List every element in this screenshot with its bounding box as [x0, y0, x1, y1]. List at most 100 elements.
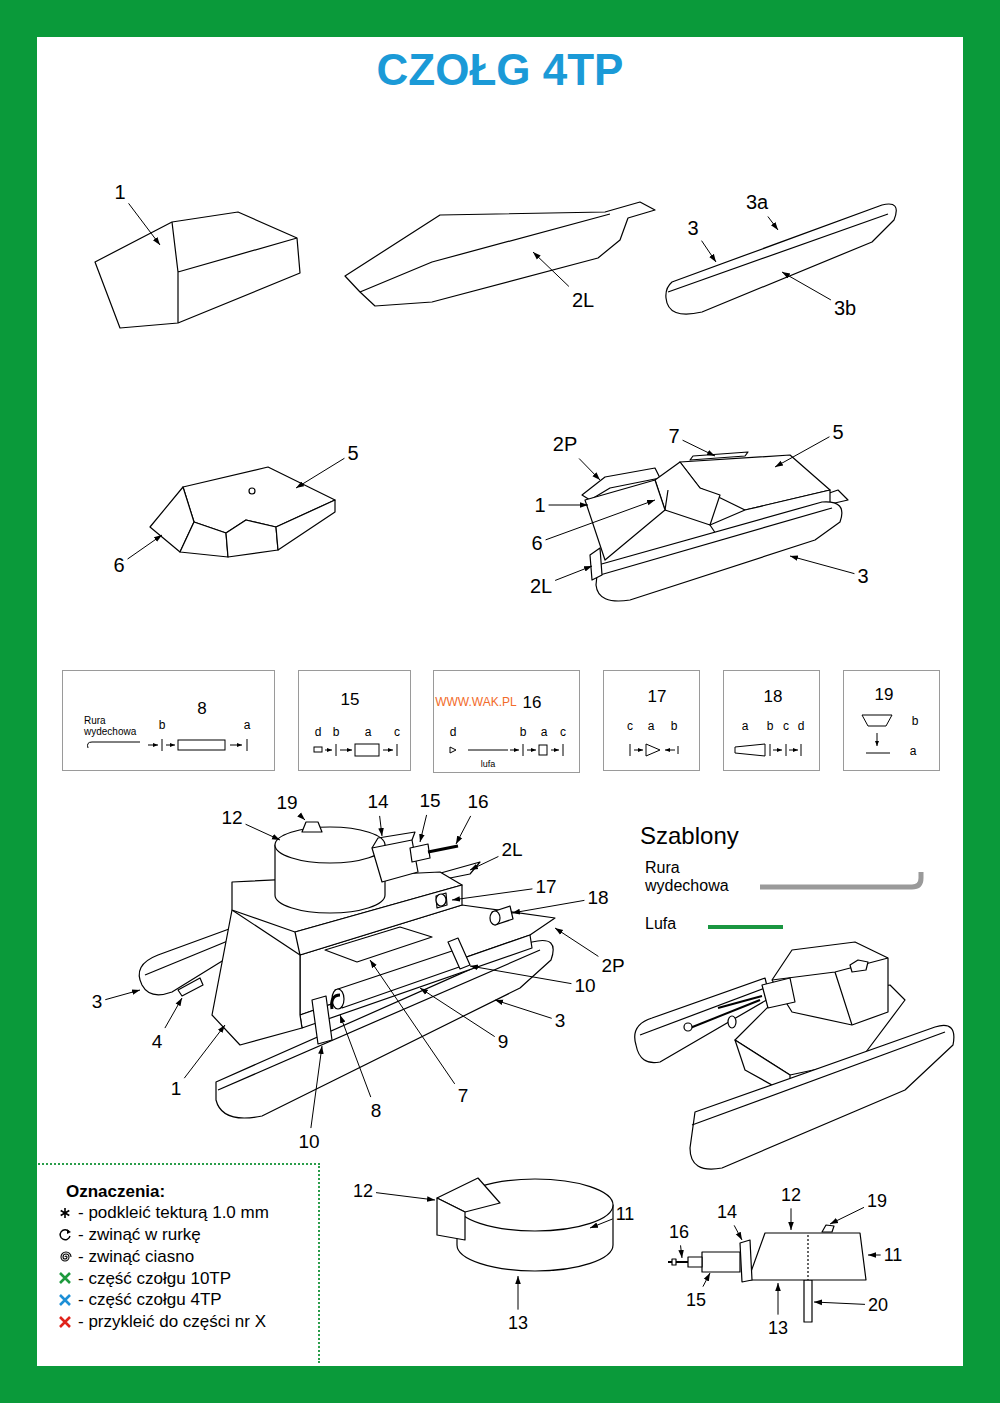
legend-box: Oznaczenia:- podkleić tekturą 1.0 mm- zw…	[38, 1163, 320, 1363]
step-diagram	[162, 739, 163, 751]
tank-drawing	[372, 832, 415, 848]
leader-line	[184, 1025, 225, 1078]
template-line	[760, 872, 921, 887]
tank-view	[762, 978, 795, 1008]
leader-line	[782, 272, 831, 300]
part-number: 18	[764, 687, 783, 707]
part-number: 17	[648, 687, 667, 707]
part-number: 19	[875, 685, 894, 705]
step-letter: d	[450, 726, 457, 740]
step-letter: b	[767, 720, 774, 734]
step-letter: a	[742, 720, 749, 734]
legend-swatch	[58, 1293, 72, 1307]
part-drawing	[668, 214, 888, 292]
leader-line	[702, 241, 716, 262]
assembly-drawing	[582, 452, 848, 601]
leader-line	[533, 252, 569, 286]
turret-side-drawing	[668, 1225, 866, 1322]
step-letter: a	[365, 726, 372, 740]
callout-number: 6	[113, 554, 124, 577]
step-diagram	[630, 744, 631, 756]
step-diagram	[178, 740, 225, 750]
tank-drawing	[436, 894, 446, 906]
turret-side-drawing	[672, 1259, 676, 1265]
step-diagram	[397, 744, 398, 756]
part-drawing	[345, 202, 655, 306]
callout-number: 2L	[501, 839, 522, 861]
callout-number: 14	[367, 791, 388, 813]
step-diagram	[786, 744, 787, 756]
leader-line	[734, 1225, 742, 1240]
assembly-drawing	[600, 508, 832, 575]
step-diagram	[468, 750, 508, 751]
step-diagram	[523, 744, 524, 756]
leader-line	[495, 1000, 552, 1018]
assembly-drawing	[655, 462, 720, 525]
legend-text: - część czołgu 4TP	[78, 1290, 222, 1310]
leader-line	[775, 437, 829, 467]
callout-number: 1	[171, 1078, 182, 1100]
template-line	[708, 872, 921, 927]
leader-line	[512, 900, 584, 913]
step-diagram	[166, 745, 175, 746]
leader-line	[340, 1015, 371, 1097]
page-frame	[37, 37, 963, 1366]
step-letter: b	[333, 726, 340, 740]
step-diagram	[735, 744, 765, 756]
assembly-drawing	[585, 480, 665, 560]
step-diagram	[383, 750, 393, 751]
step-letter: a	[244, 719, 251, 733]
part-drawing	[180, 522, 228, 557]
leader-line	[868, 1255, 881, 1256]
legend-row: - część czołgu 4TP	[38, 1290, 318, 1310]
tank-drawing	[428, 846, 458, 852]
callout-number: 10	[298, 1131, 319, 1153]
step-box: 16dlufabac	[433, 670, 580, 773]
callout-number: 3	[857, 565, 868, 588]
step-diagram	[551, 750, 559, 751]
leader-line	[681, 1245, 682, 1258]
callout-number: 2P	[553, 433, 577, 456]
callout-number: 13	[508, 1313, 528, 1334]
leader-line	[791, 1208, 792, 1230]
turret-side-drawing	[702, 1252, 740, 1272]
legend-symbol-line	[61, 1252, 71, 1261]
legend-symbol-line	[60, 1295, 70, 1305]
legend-row: - przykleić do części nr X	[38, 1312, 318, 1332]
step-box: 18abcd	[723, 670, 820, 771]
step-letter: b	[912, 715, 919, 729]
step-box: 15dbac	[298, 670, 411, 771]
part-drawing	[172, 222, 297, 323]
callout-number: 3	[555, 1010, 566, 1032]
tank-drawing	[448, 938, 470, 969]
step-diagram	[314, 747, 322, 752]
tank-drawing	[335, 950, 462, 1008]
tank-view	[690, 1000, 760, 1028]
part-drawing	[95, 202, 896, 557]
legend-symbol	[58, 1228, 72, 1242]
callout-number: 7	[458, 1085, 469, 1107]
leader-line	[420, 815, 427, 842]
step-letter: d	[798, 720, 805, 734]
step-diagram	[678, 746, 679, 754]
step-diagram	[665, 750, 675, 751]
leader-line	[380, 816, 382, 836]
leader-line	[301, 816, 305, 820]
step-diagram	[355, 744, 379, 756]
leader-line	[456, 816, 471, 844]
legend-symbol	[58, 1250, 72, 1264]
leader-line	[470, 856, 498, 870]
legend-text: - zwinąć ciasno	[78, 1247, 194, 1267]
callout-number: 12	[221, 807, 242, 829]
step-letter: b	[520, 726, 527, 740]
tank-drawing	[436, 893, 447, 908]
callout-number: 11	[884, 1245, 903, 1266]
tank-view	[728, 1016, 736, 1028]
callout-number: 3	[687, 217, 698, 240]
callout-number: 11	[616, 1204, 635, 1225]
part-drawing	[666, 204, 896, 314]
legend-symbol-line	[60, 1230, 70, 1240]
callout-number: 19	[867, 1191, 887, 1212]
step-letter: a	[648, 720, 655, 734]
step-box: 19ba	[843, 670, 940, 771]
